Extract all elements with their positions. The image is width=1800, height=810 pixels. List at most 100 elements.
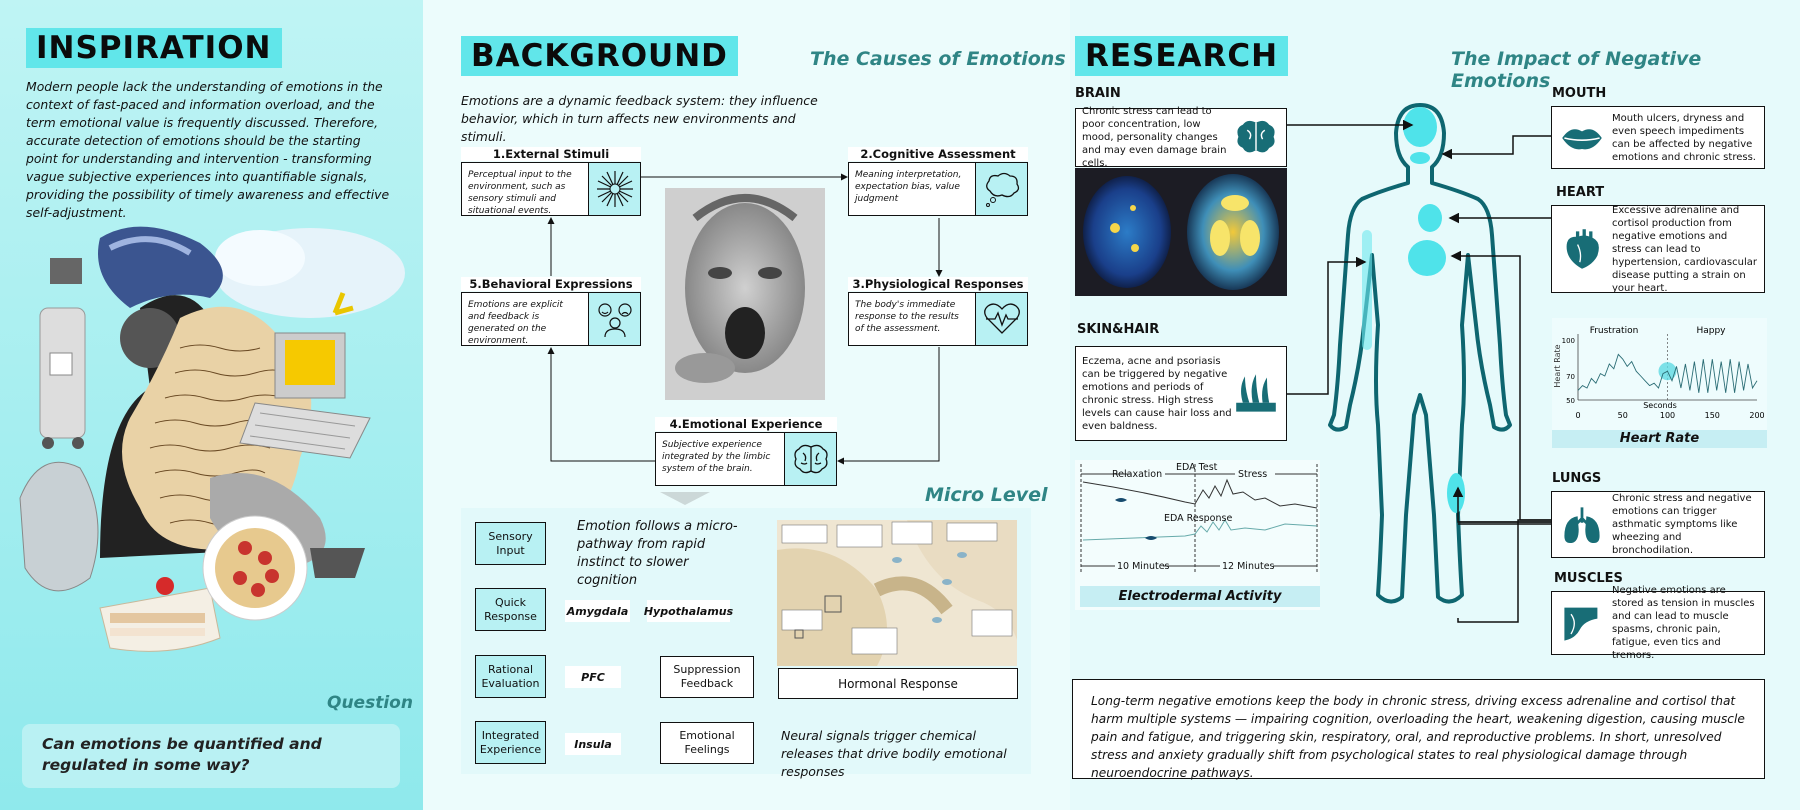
lungs-text: Chronic stress and negative emotions can… bbox=[1612, 493, 1752, 556]
lungs-card: Chronic stress and negative emotions can… bbox=[1551, 491, 1765, 558]
step-emotional-experience: 4.Emotional Experience Subjective experi… bbox=[655, 417, 837, 486]
step-title: 5.Behavioral Expressions bbox=[461, 277, 641, 291]
thought-bubble-icon bbox=[975, 163, 1027, 215]
eda-stress-label: Stress bbox=[1238, 469, 1268, 480]
muscles-text: Negative emotions are stored as tension … bbox=[1612, 585, 1755, 661]
step-text: The body's immediate response to the res… bbox=[855, 300, 959, 334]
hair-follicle-icon bbox=[1232, 370, 1280, 418]
heart-rate-ylabel: Heart Rate bbox=[1553, 344, 1562, 387]
step-title: 2.Cognitive Assessment bbox=[848, 147, 1028, 161]
research-subtitle: The Impact of Negative Emotions bbox=[1451, 48, 1702, 92]
step-physiological-responses: 3.Physiological Responses The body's imm… bbox=[848, 277, 1028, 346]
step-title: 1.External Stimuli bbox=[461, 147, 641, 161]
x-tick-label: 150 bbox=[1705, 411, 1720, 420]
heart-text: Excessive adrenaline and cortisol produc… bbox=[1612, 204, 1757, 294]
muscles-label: MUSCLES bbox=[1554, 571, 1623, 586]
step-title: 4.Emotional Experience bbox=[655, 417, 837, 431]
annotation-happy: Happy bbox=[1696, 326, 1726, 336]
step-behavioral-expressions: 5.Behavioral Expressions Emotions are ex… bbox=[461, 277, 641, 346]
step-title: 3.Physiological Responses bbox=[848, 277, 1028, 291]
body-silhouette bbox=[1328, 103, 1512, 604]
skin-text: Eczema, acne and psoriasis can be trigge… bbox=[1082, 355, 1232, 432]
brain-icon bbox=[1232, 114, 1280, 162]
stage-integrated-experience: Integrated Experience bbox=[475, 721, 546, 764]
question-card: Can emotions be quantified and regulated… bbox=[22, 724, 400, 788]
y-tick-label: 50 bbox=[1566, 397, 1575, 405]
inspiration-title: INSPIRATION bbox=[26, 28, 282, 68]
step-external-stimuli: 1.External Stimuli Perceptual input to t… bbox=[461, 147, 641, 216]
question-text: Can emotions be quantified and regulated… bbox=[42, 735, 322, 774]
brain-icon bbox=[784, 433, 836, 485]
lungs-icon bbox=[1558, 501, 1606, 549]
burst-icon bbox=[588, 163, 640, 215]
screaming-face-image bbox=[665, 188, 825, 400]
micro-level-title: Micro Level bbox=[925, 484, 1048, 506]
x-tick-label: 50 bbox=[1618, 411, 1628, 420]
step-text: Perceptual input to the environment, suc… bbox=[468, 170, 572, 216]
eda-test-label: EDA Test bbox=[1176, 462, 1218, 473]
muscles-card: Negative emotions are stored as tension … bbox=[1551, 585, 1765, 661]
synapse-illustration bbox=[777, 520, 1017, 666]
annotation-frustration: Frustration bbox=[1590, 326, 1639, 336]
research-summary: Long-term negative emotions keep the bod… bbox=[1072, 679, 1765, 780]
lips-icon bbox=[1558, 114, 1606, 162]
stage-quick-response: Quick Response bbox=[475, 588, 546, 631]
hormonal-response-label: Hormonal Response bbox=[778, 668, 1018, 699]
brain-text: Chronic stress can lead to poor concentr… bbox=[1082, 106, 1227, 169]
background-title: BACKGROUND bbox=[461, 36, 738, 76]
summary-text: Long-term negative emotions keep the bod… bbox=[1091, 694, 1745, 780]
brain-card: Chronic stress can lead to poor concentr… bbox=[1075, 106, 1287, 169]
heart-label: HEART bbox=[1556, 185, 1605, 200]
brain-scan-image bbox=[1075, 168, 1287, 296]
research-connectors bbox=[1287, 119, 1552, 623]
eda-chart bbox=[1075, 460, 1320, 610]
stage-rational-evaluation: Rational Evaluation bbox=[475, 655, 546, 698]
brain-label: BRAIN bbox=[1075, 86, 1121, 101]
research-title: RESEARCH bbox=[1075, 36, 1289, 76]
eda-ten-minutes: 10 Minutes bbox=[1117, 561, 1170, 572]
mouth-text: Mouth ulcers, dryness and even speech im… bbox=[1612, 112, 1756, 163]
question-label: Question bbox=[327, 693, 413, 713]
heart-rate-caption: Heart Rate bbox=[1552, 430, 1767, 448]
region-hypothalamus: Hypothalamus bbox=[644, 600, 733, 622]
x-tick-label: 0 bbox=[1575, 411, 1580, 420]
x-tick-label: 200 bbox=[1749, 411, 1764, 420]
heartbeat-icon bbox=[975, 293, 1027, 345]
eda-relaxation-label: Relaxation bbox=[1112, 469, 1163, 480]
lungs-label: LUNGS bbox=[1552, 471, 1602, 486]
region-amygdala: Amygdala bbox=[565, 600, 630, 622]
collage-illustration bbox=[19, 226, 405, 652]
heart-card: Excessive adrenaline and cortisol produc… bbox=[1551, 204, 1765, 294]
region-pfc: PFC bbox=[565, 666, 621, 688]
skin-card: Eczema, acne and psoriasis can be trigge… bbox=[1075, 346, 1287, 441]
mouth-card: Mouth ulcers, dryness and even speech im… bbox=[1551, 106, 1765, 169]
micro-intro: Emotion follows a micro-pathway from rap… bbox=[577, 519, 738, 588]
y-tick-label: 70 bbox=[1566, 373, 1575, 381]
stage-sensory-input: Sensory Input bbox=[475, 522, 546, 565]
heart-rate-series-line bbox=[1577, 353, 1758, 393]
skin-label: SKIN&HAIR bbox=[1077, 322, 1160, 337]
step-text: Emotions are explicit and feedback is ge… bbox=[468, 300, 563, 346]
micro-caption: Neural signals trigger chemical releases… bbox=[781, 728, 1007, 779]
y-tick-label: 100 bbox=[1562, 337, 1575, 345]
x-tick-label: 100 bbox=[1660, 411, 1675, 420]
mouth-label: MOUTH bbox=[1552, 86, 1607, 101]
muscle-icon bbox=[1558, 599, 1606, 647]
region-insula: Insula bbox=[565, 733, 621, 755]
background-subtitle: The Causes of Emotions bbox=[810, 48, 1066, 70]
step-text: Subjective experience integrated by the … bbox=[662, 440, 771, 474]
eda-response-label: EDA Response bbox=[1164, 513, 1233, 524]
inspiration-paragraph: Modern people lack the understanding of … bbox=[26, 79, 390, 220]
inspiration-panel: INSPIRATION Modern people lack the under… bbox=[0, 0, 423, 810]
faces-icon bbox=[588, 293, 640, 345]
step-cognitive-assessment: 2.Cognitive Assessment Meaning interpret… bbox=[848, 147, 1028, 216]
eda-twelve-minutes: 12 Minutes bbox=[1222, 561, 1275, 572]
background-intro: Emotions are a dynamic feedback system: … bbox=[461, 93, 818, 144]
output-suppression-feedback: Suppression Feedback bbox=[660, 656, 754, 698]
step-text: Meaning interpretation, expectation bias… bbox=[855, 170, 962, 204]
anatomical-heart-icon bbox=[1558, 225, 1606, 273]
output-emotional-feelings: Emotional Feelings bbox=[660, 722, 754, 764]
eda-caption: Electrodermal Activity bbox=[1080, 586, 1320, 607]
heart-rate-xlabel: Seconds bbox=[1643, 401, 1677, 410]
